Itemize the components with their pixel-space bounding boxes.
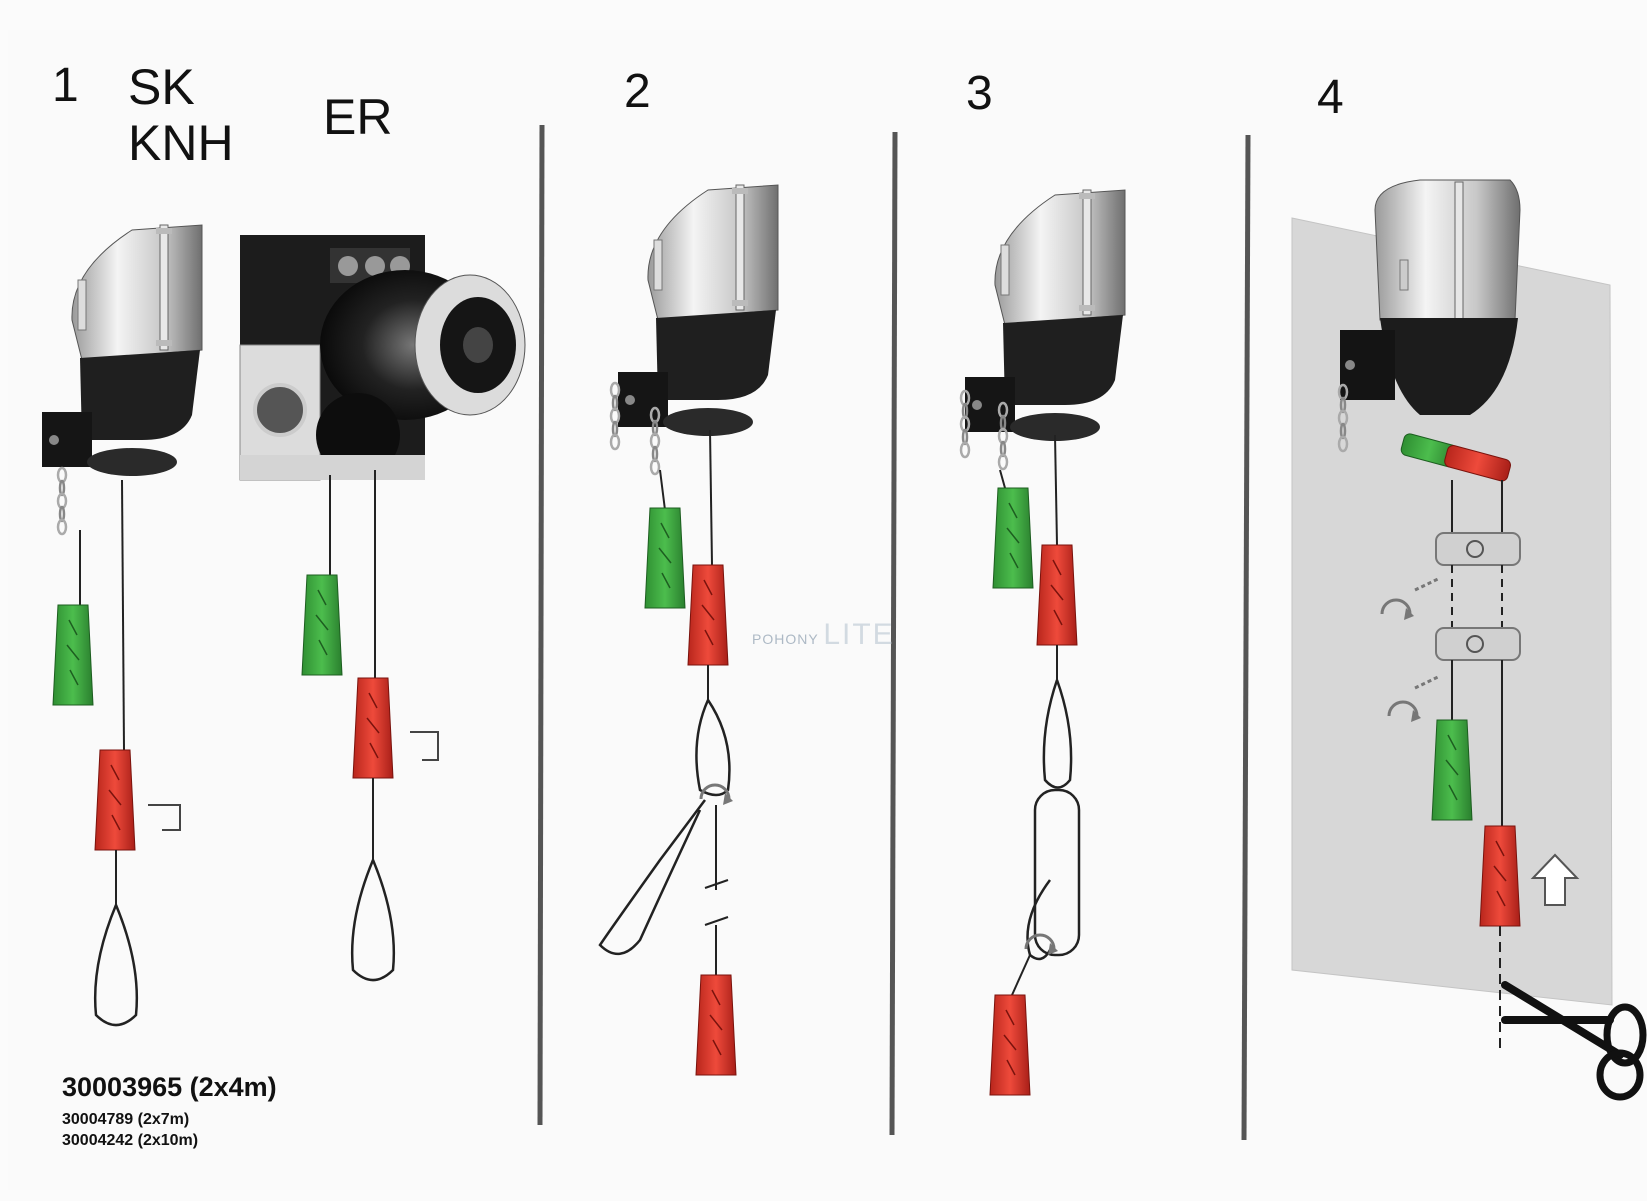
panel-1-sk-motor xyxy=(41,224,203,477)
panel-1-er-motor xyxy=(239,235,526,481)
divider-3 xyxy=(1241,134,1251,1141)
model-knh: KNH xyxy=(128,115,234,171)
scissors-icon xyxy=(1501,981,1647,1101)
red-handle xyxy=(989,994,1031,1096)
step-1-number: 1 xyxy=(52,59,79,112)
green-handle xyxy=(644,507,686,609)
green-red-clamp xyxy=(1400,433,1511,482)
step-symbol xyxy=(410,731,439,761)
rope-loop xyxy=(350,858,396,982)
rope-bracket xyxy=(1435,532,1521,566)
up-arrow-icon xyxy=(1530,853,1580,906)
product-code-sub-1: 30004789 (2x7m) xyxy=(62,1111,190,1128)
panel-2-motor xyxy=(617,184,779,437)
red-handle xyxy=(94,749,136,851)
divider-2 xyxy=(889,131,898,1136)
step-4-number: 4 xyxy=(1317,71,1344,124)
green-handle xyxy=(1431,719,1473,821)
divider-1 xyxy=(537,124,545,1126)
watermark-text-a: POHONY xyxy=(752,631,819,647)
red-handle xyxy=(352,677,394,779)
panel-3-motor xyxy=(964,189,1126,442)
green-handle xyxy=(52,604,94,706)
step-3-number: 3 xyxy=(966,67,993,120)
model-er: ER xyxy=(323,89,393,145)
step-2-number: 2 xyxy=(624,65,651,118)
rotate-arrow xyxy=(1024,933,1060,957)
red-handle xyxy=(1479,825,1521,927)
rope-bracket xyxy=(1435,627,1521,661)
green-handle xyxy=(301,574,343,676)
red-handle xyxy=(695,974,737,1076)
model-sk: SK xyxy=(128,59,195,115)
red-handle xyxy=(687,564,729,666)
watermark-text-b: LITE xyxy=(823,618,895,651)
product-code-sub-2: 30004242 (2x10m) xyxy=(62,1132,199,1149)
product-code-main: 30003965 (2x4m) xyxy=(62,1072,277,1102)
panel-4-motor xyxy=(1340,179,1521,415)
red-handle xyxy=(1036,544,1078,646)
rope-loop xyxy=(93,903,139,1027)
step-symbol xyxy=(148,804,181,831)
watermark-logo: POHONY LITE xyxy=(752,618,895,652)
green-handle xyxy=(992,487,1034,589)
